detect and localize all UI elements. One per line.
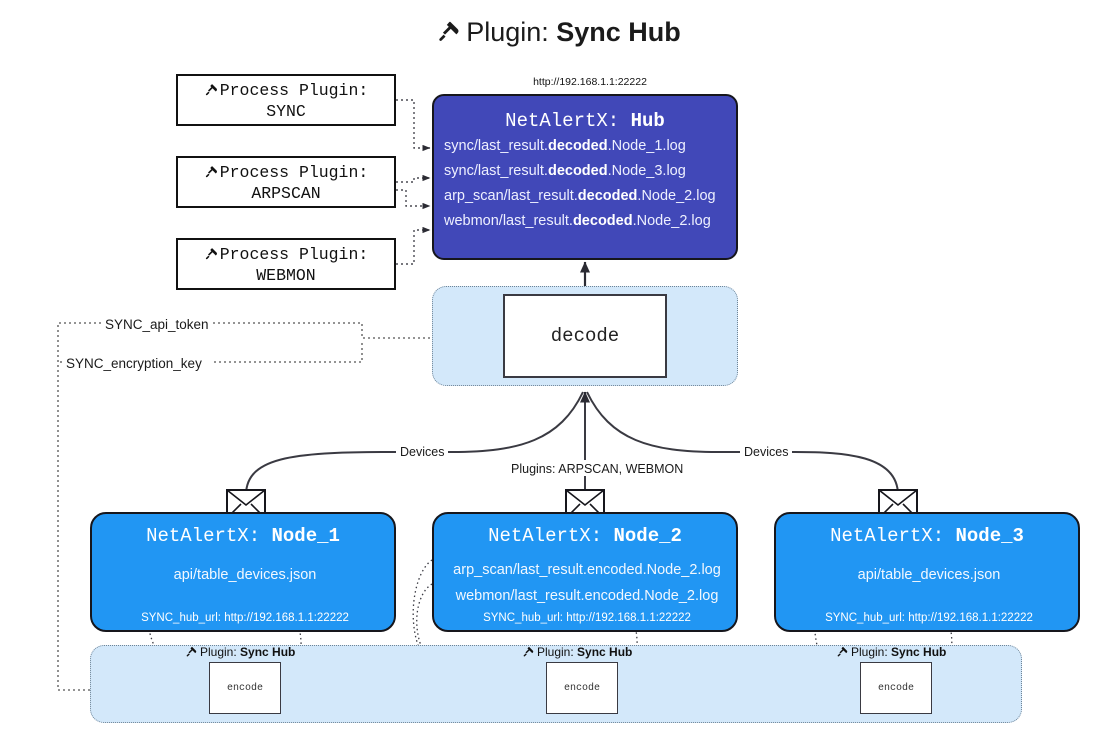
plug-icon xyxy=(439,21,459,41)
plug-icon xyxy=(186,646,197,657)
encode-box[interactable]: encode xyxy=(546,662,618,714)
hub-title-prefix: NetAlertX: xyxy=(505,110,631,132)
encode-box[interactable]: encode xyxy=(860,662,932,714)
decode-box[interactable]: decode xyxy=(503,294,667,378)
node-resource-line: api/table_devices.json xyxy=(173,567,317,583)
node-footer-setting: SYNC_hub_url: http://192.168.1.1:22222 xyxy=(825,612,1033,624)
process-plugin-box-arpscan[interactable]: Process Plugin: ARPSCAN xyxy=(176,156,396,208)
node-footer-setting: SYNC_hub_url: http://192.168.1.1:22222 xyxy=(141,612,349,624)
title-name: Sync Hub xyxy=(556,17,681,47)
plug-icon xyxy=(205,248,217,260)
plug-icon xyxy=(205,166,217,178)
setting-label-api-token: SYNC_api_token xyxy=(101,317,213,332)
decode-label: decode xyxy=(550,325,620,347)
process-plugin-header: Process Plugin: xyxy=(178,245,394,266)
process-plugin-label: Process Plugin: xyxy=(219,81,369,100)
hub-log-line: sync/last_result.decoded.Node_3.log xyxy=(444,163,686,179)
node-resource-line: webmon/last_result.encoded.Node_2.log xyxy=(455,588,719,604)
process-plugin-name: SYNC xyxy=(266,101,306,121)
edge-label-plugins: Plugins: ARPSCAN, WEBMON xyxy=(507,462,688,476)
node-box-node-3[interactable]: NetAlertX: Node_3 api/table_devices.json… xyxy=(774,512,1080,632)
encode-plugin-caption: Plugin: Sync Hub xyxy=(836,645,946,659)
node-box-node-2[interactable]: NetAlertX: Node_2 arp_scan/last_result.e… xyxy=(432,512,738,632)
node-title: NetAlertX: Node_2 xyxy=(488,525,682,547)
process-plugin-header: Process Plugin: xyxy=(178,81,394,102)
plug-icon xyxy=(523,646,534,657)
encode-label: encode xyxy=(563,682,600,694)
node-resource-line: api/table_devices.json xyxy=(857,567,1001,583)
node-title: NetAlertX: Node_3 xyxy=(830,525,1024,547)
hub-log-line: webmon/last_result.decoded.Node_2.log xyxy=(444,213,711,229)
process-plugin-box-sync[interactable]: Process Plugin: SYNC xyxy=(176,74,396,126)
plug-icon xyxy=(205,84,217,96)
encode-plugin-caption: Plugin: Sync Hub xyxy=(522,645,632,659)
node-title: NetAlertX: Node_1 xyxy=(146,525,340,547)
hub-node[interactable]: NetAlertX: Hub sync/last_result.decoded.… xyxy=(432,94,738,260)
hub-title-name: Hub xyxy=(630,110,665,132)
encode-box[interactable]: encode xyxy=(209,662,281,714)
node-box-node-1[interactable]: NetAlertX: Node_1 api/table_devices.json… xyxy=(90,512,396,632)
setting-label-encryption-key: SYNC_encryption_key xyxy=(62,356,206,371)
encode-plugin-caption: Plugin: Sync Hub xyxy=(185,645,295,659)
node-footer-setting: SYNC_hub_url: http://192.168.1.1:22222 xyxy=(483,612,691,624)
process-plugin-label: Process Plugin: xyxy=(219,163,369,182)
page-title: Plugin: Sync Hub xyxy=(0,17,1117,48)
encode-label: encode xyxy=(877,682,914,694)
process-plugin-name: WEBMON xyxy=(256,265,316,285)
process-plugin-label: Process Plugin: xyxy=(219,245,369,264)
hub-url-label: http://192.168.1.1:22222 xyxy=(533,76,647,88)
node-resource-line: arp_scan/last_result.encoded.Node_2.log xyxy=(453,562,721,578)
hub-log-line: arp_scan/last_result.decoded.Node_2.log xyxy=(444,188,716,204)
encode-label: encode xyxy=(226,682,263,694)
edge-label-devices-left: Devices xyxy=(396,445,449,459)
hub-title: NetAlertX: Hub xyxy=(434,110,736,132)
hub-log-line: sync/last_result.decoded.Node_1.log xyxy=(444,138,686,154)
process-plugin-header: Process Plugin: xyxy=(178,163,394,184)
process-plugin-box-webmon[interactable]: Process Plugin: WEBMON xyxy=(176,238,396,290)
title-prefix: Plugin: xyxy=(466,17,557,47)
edge-label-devices-right: Devices xyxy=(740,445,793,459)
process-plugin-name: ARPSCAN xyxy=(251,183,321,203)
plug-icon xyxy=(837,646,848,657)
